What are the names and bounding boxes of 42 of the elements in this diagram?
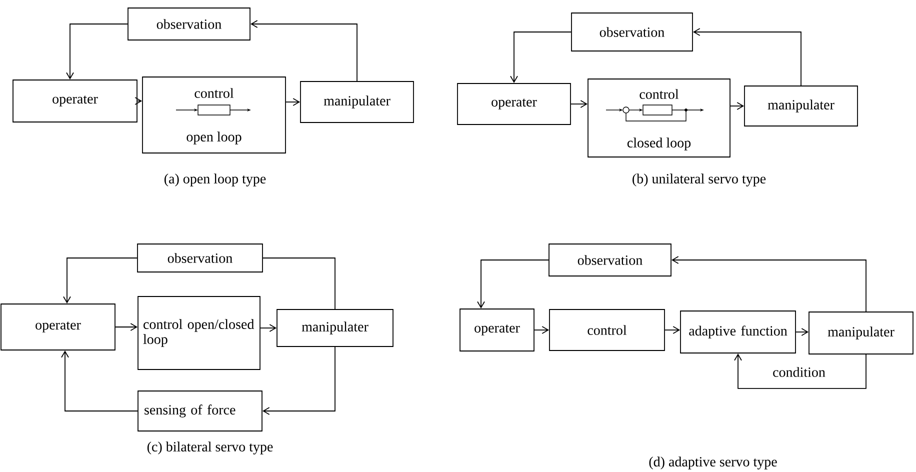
- arrow: [262, 346, 336, 415]
- arrow: [734, 353, 866, 389]
- arrow: [115, 323, 138, 331]
- process-box: observation: [128, 8, 250, 40]
- arrow: [260, 324, 277, 332]
- process-box: manipulater: [276, 309, 394, 347]
- arrow: [570, 100, 588, 108]
- arrow: [477, 260, 549, 309]
- connector-line: [262, 258, 336, 310]
- arrow: [63, 258, 138, 304]
- process-box: observation: [571, 12, 693, 52]
- process-box: control closed loop: [588, 78, 730, 158]
- arrow: [692, 28, 802, 86]
- arrow: [510, 32, 572, 84]
- arrow: [671, 256, 866, 312]
- edge-label: condition: [772, 366, 826, 378]
- arrow: [534, 326, 550, 334]
- arrow: [664, 326, 680, 334]
- caption: (d) adaptive servo type: [649, 456, 777, 470]
- arrow: [286, 98, 300, 106]
- arrow: [134, 97, 142, 105]
- arrow: [250, 20, 358, 82]
- arrow: [66, 24, 128, 80]
- process-box: control open/closed loop: [138, 296, 260, 370]
- caption: (b) unilateral servo type: [632, 174, 766, 186]
- process-box: operater: [460, 308, 534, 352]
- arrow: [730, 102, 744, 110]
- process-box: manipulater: [808, 312, 914, 354]
- process-box: manipulater: [300, 81, 414, 123]
- process-box: control: [549, 309, 665, 351]
- arrow: [796, 328, 809, 336]
- process-box: operater: [457, 83, 571, 125]
- process-box: observation: [548, 244, 672, 276]
- process-box: manipulater: [744, 86, 858, 126]
- process-box: observation: [137, 244, 263, 272]
- caption: (a) open loop type: [164, 174, 266, 186]
- process-box: operater: [12, 80, 138, 122]
- process-box: adaptive function: [680, 310, 796, 354]
- process-box: control open loop: [142, 76, 286, 154]
- process-box: sensing of force: [138, 390, 262, 432]
- process-box: operater: [0, 304, 116, 350]
- arrow: [61, 350, 138, 412]
